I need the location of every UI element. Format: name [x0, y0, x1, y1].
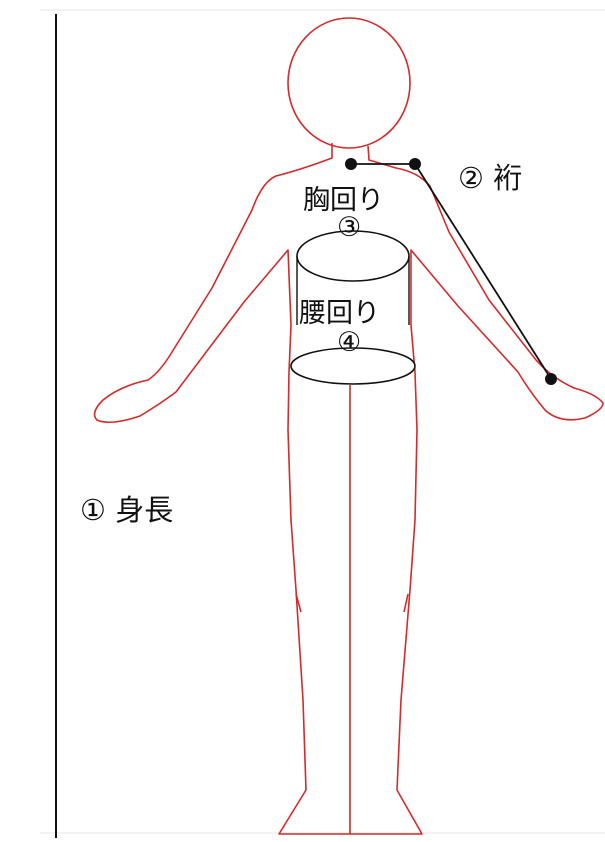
head: [287, 17, 411, 149]
chest-label: 胸回り: [303, 185, 384, 216]
point-wrist: [545, 373, 557, 385]
sleeve-line: [414, 163, 552, 380]
chest-number: ③: [337, 212, 362, 243]
knee-mark-left: [295, 593, 302, 613]
knee-mark-right: [403, 593, 409, 613]
point-shoulder: [409, 158, 421, 170]
body-outline: [93, 143, 604, 835]
waist-label: 腰回り: [299, 298, 380, 329]
waist-number: ④: [337, 327, 362, 358]
sleeve-label: ② 裄: [458, 161, 523, 195]
height-label: ① 身長: [80, 493, 174, 527]
point-neck: [345, 158, 357, 170]
waist-ellipse: [290, 347, 416, 385]
